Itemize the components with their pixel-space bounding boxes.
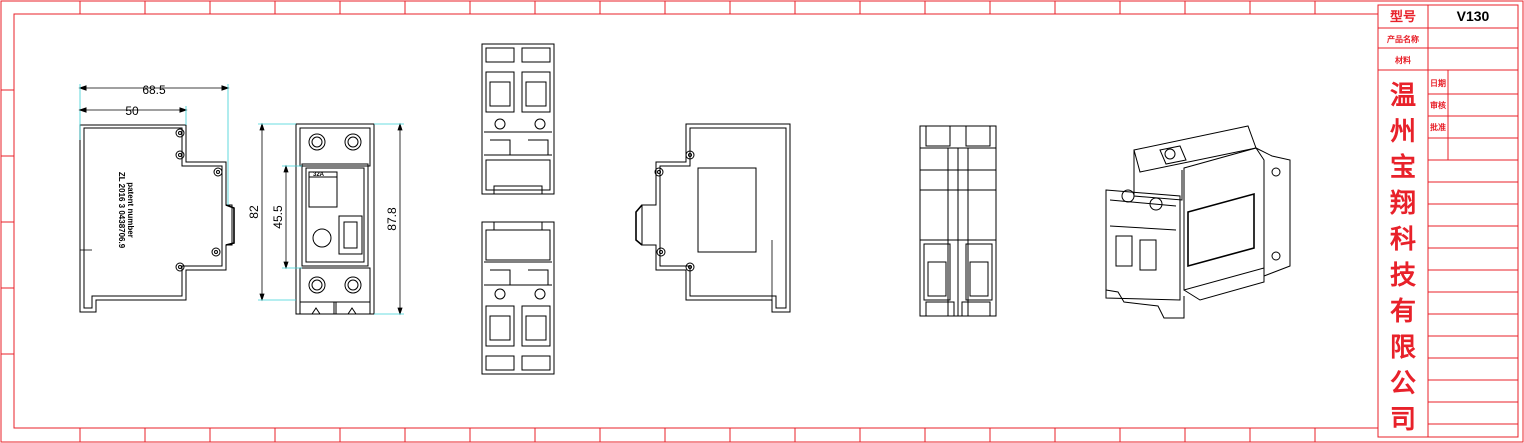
isometric-view	[1105, 125, 1291, 319]
mounting-hole	[654, 150, 695, 272]
mounting-hole	[175, 128, 223, 272]
company-name-char: 司	[1390, 404, 1416, 434]
company-name-char: 州	[1390, 116, 1416, 146]
bottom-view	[481, 221, 555, 375]
material-label: 材料	[1395, 55, 1411, 65]
company-name-char: 有	[1390, 296, 1416, 326]
company-name-char: 翔	[1390, 188, 1416, 218]
dimension-label: 45.5	[271, 205, 285, 229]
terminal-screw	[308, 133, 362, 294]
review-label: 审核	[1430, 100, 1446, 110]
model-value: V130	[1457, 8, 1490, 24]
company-name-char: 公	[1390, 368, 1416, 398]
patent-number: ZL 2016 3 0438706.9	[117, 172, 126, 249]
dimension-partial-width	[78, 106, 188, 125]
dimension-label: 82	[247, 205, 261, 219]
company-name-char: 温	[1390, 80, 1416, 110]
zone-ticks	[79, 1, 1316, 14]
patent-label: patent number	[126, 182, 135, 238]
company-name-char: 宝	[1390, 152, 1416, 182]
dimension-label: 87.8	[385, 207, 399, 231]
company-name-char: 技	[1390, 260, 1416, 290]
company-name-char: 限	[1390, 332, 1416, 362]
product-name-label: 产品名称	[1387, 34, 1419, 44]
side-view	[78, 84, 235, 313]
front-view	[258, 122, 404, 316]
rating-label: 32A	[313, 172, 325, 178]
approve-label: 批准	[1430, 122, 1446, 132]
profile-view	[919, 125, 997, 317]
zone-ticks	[79, 428, 1316, 442]
dimension-height	[258, 122, 404, 316]
dimension-overall-width	[78, 84, 230, 205]
model-label: 型号	[1390, 9, 1416, 24]
dimension-label: 68.5	[142, 83, 166, 97]
date-label: 日期	[1430, 78, 1446, 88]
rear-side-view	[635, 123, 791, 313]
dimension-label: 50	[125, 104, 139, 118]
top-view	[481, 43, 555, 195]
company-name-char: 科	[1390, 224, 1416, 254]
